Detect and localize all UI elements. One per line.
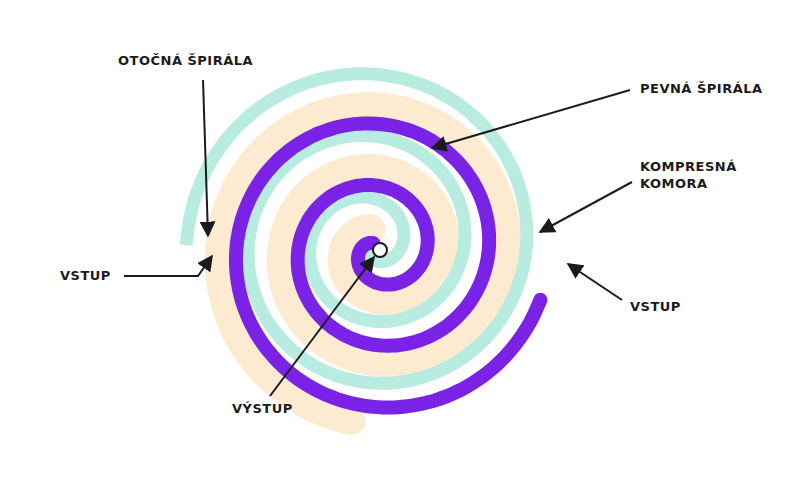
scroll-spirals	[186, 74, 540, 420]
leader-line	[568, 264, 622, 300]
part-label: PEVNÁ ŠPIRÁLA	[640, 80, 763, 97]
leader-line	[432, 90, 630, 148]
port-label: VÝSTUP	[232, 400, 293, 417]
outlet-port	[373, 243, 387, 257]
leader-line	[203, 80, 208, 236]
part-label: OTOČNÁ ŠPIRÁLA	[118, 52, 253, 69]
port-label: VSTUP	[60, 267, 111, 284]
leader-line	[270, 257, 374, 396]
leader-lines	[124, 80, 632, 396]
leader-line	[124, 256, 212, 276]
port-label: VSTUP	[630, 298, 681, 315]
leader-line	[540, 182, 632, 232]
fixed-scroll	[236, 123, 540, 407]
part-label: KOMPRESNÁ KOMORA	[640, 158, 740, 192]
